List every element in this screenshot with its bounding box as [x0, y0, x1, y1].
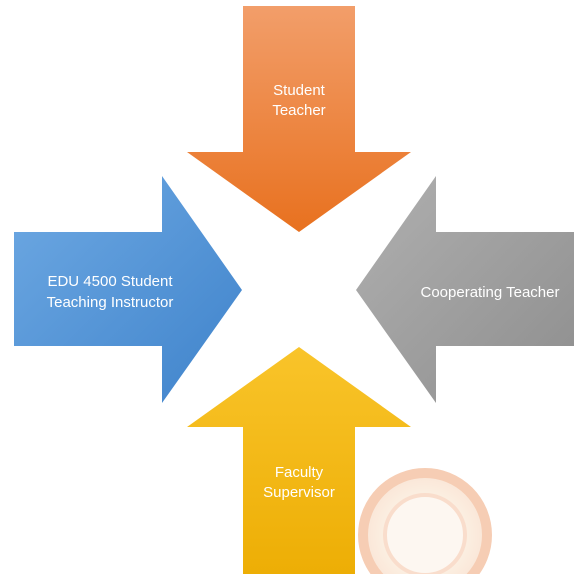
watermark-logo — [358, 468, 492, 574]
cooperating-teacher-label: Cooperating Teacher — [421, 284, 560, 301]
faculty-supervisor-label-line1: Faculty — [275, 464, 324, 481]
edu-4500-instructor-label-line1: EDU 4500 Student — [47, 273, 173, 290]
faculty-supervisor-arrow: Faculty Supervisor — [187, 347, 411, 574]
student-teacher-label-line2: Teacher — [272, 102, 325, 119]
edu-4500-instructor-label-line2: Teaching Instructor — [47, 294, 174, 311]
faculty-supervisor-arrow-shape — [187, 347, 411, 574]
edu-4500-instructor-arrow: EDU 4500 Student Teaching Instructor — [14, 176, 242, 403]
cooperating-teacher-arrow-shape — [356, 176, 574, 403]
student-teacher-label-line1: Student — [273, 82, 326, 99]
edu-4500-instructor-arrow-shape — [14, 176, 242, 403]
student-teacher-arrow-shape — [187, 6, 411, 232]
faculty-supervisor-label-line2: Supervisor — [263, 484, 335, 501]
cooperating-teacher-arrow: Cooperating Teacher — [356, 176, 574, 403]
student-teacher-arrow: Student Teacher — [187, 6, 411, 232]
